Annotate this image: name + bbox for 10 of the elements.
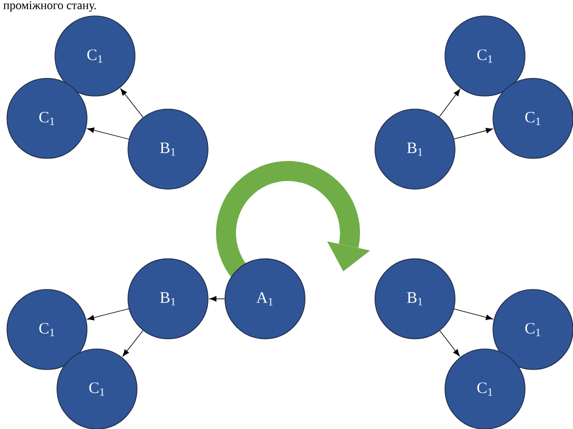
heading-text: проміжного стану. — [3, 1, 96, 12]
arrow — [439, 330, 460, 356]
arrow — [122, 330, 144, 356]
arrow — [454, 308, 493, 320]
arrow — [210, 296, 225, 302]
arrow — [438, 89, 460, 118]
arrow — [454, 128, 493, 140]
arrow — [120, 88, 144, 118]
arrow — [87, 308, 130, 320]
arrow — [87, 128, 130, 140]
